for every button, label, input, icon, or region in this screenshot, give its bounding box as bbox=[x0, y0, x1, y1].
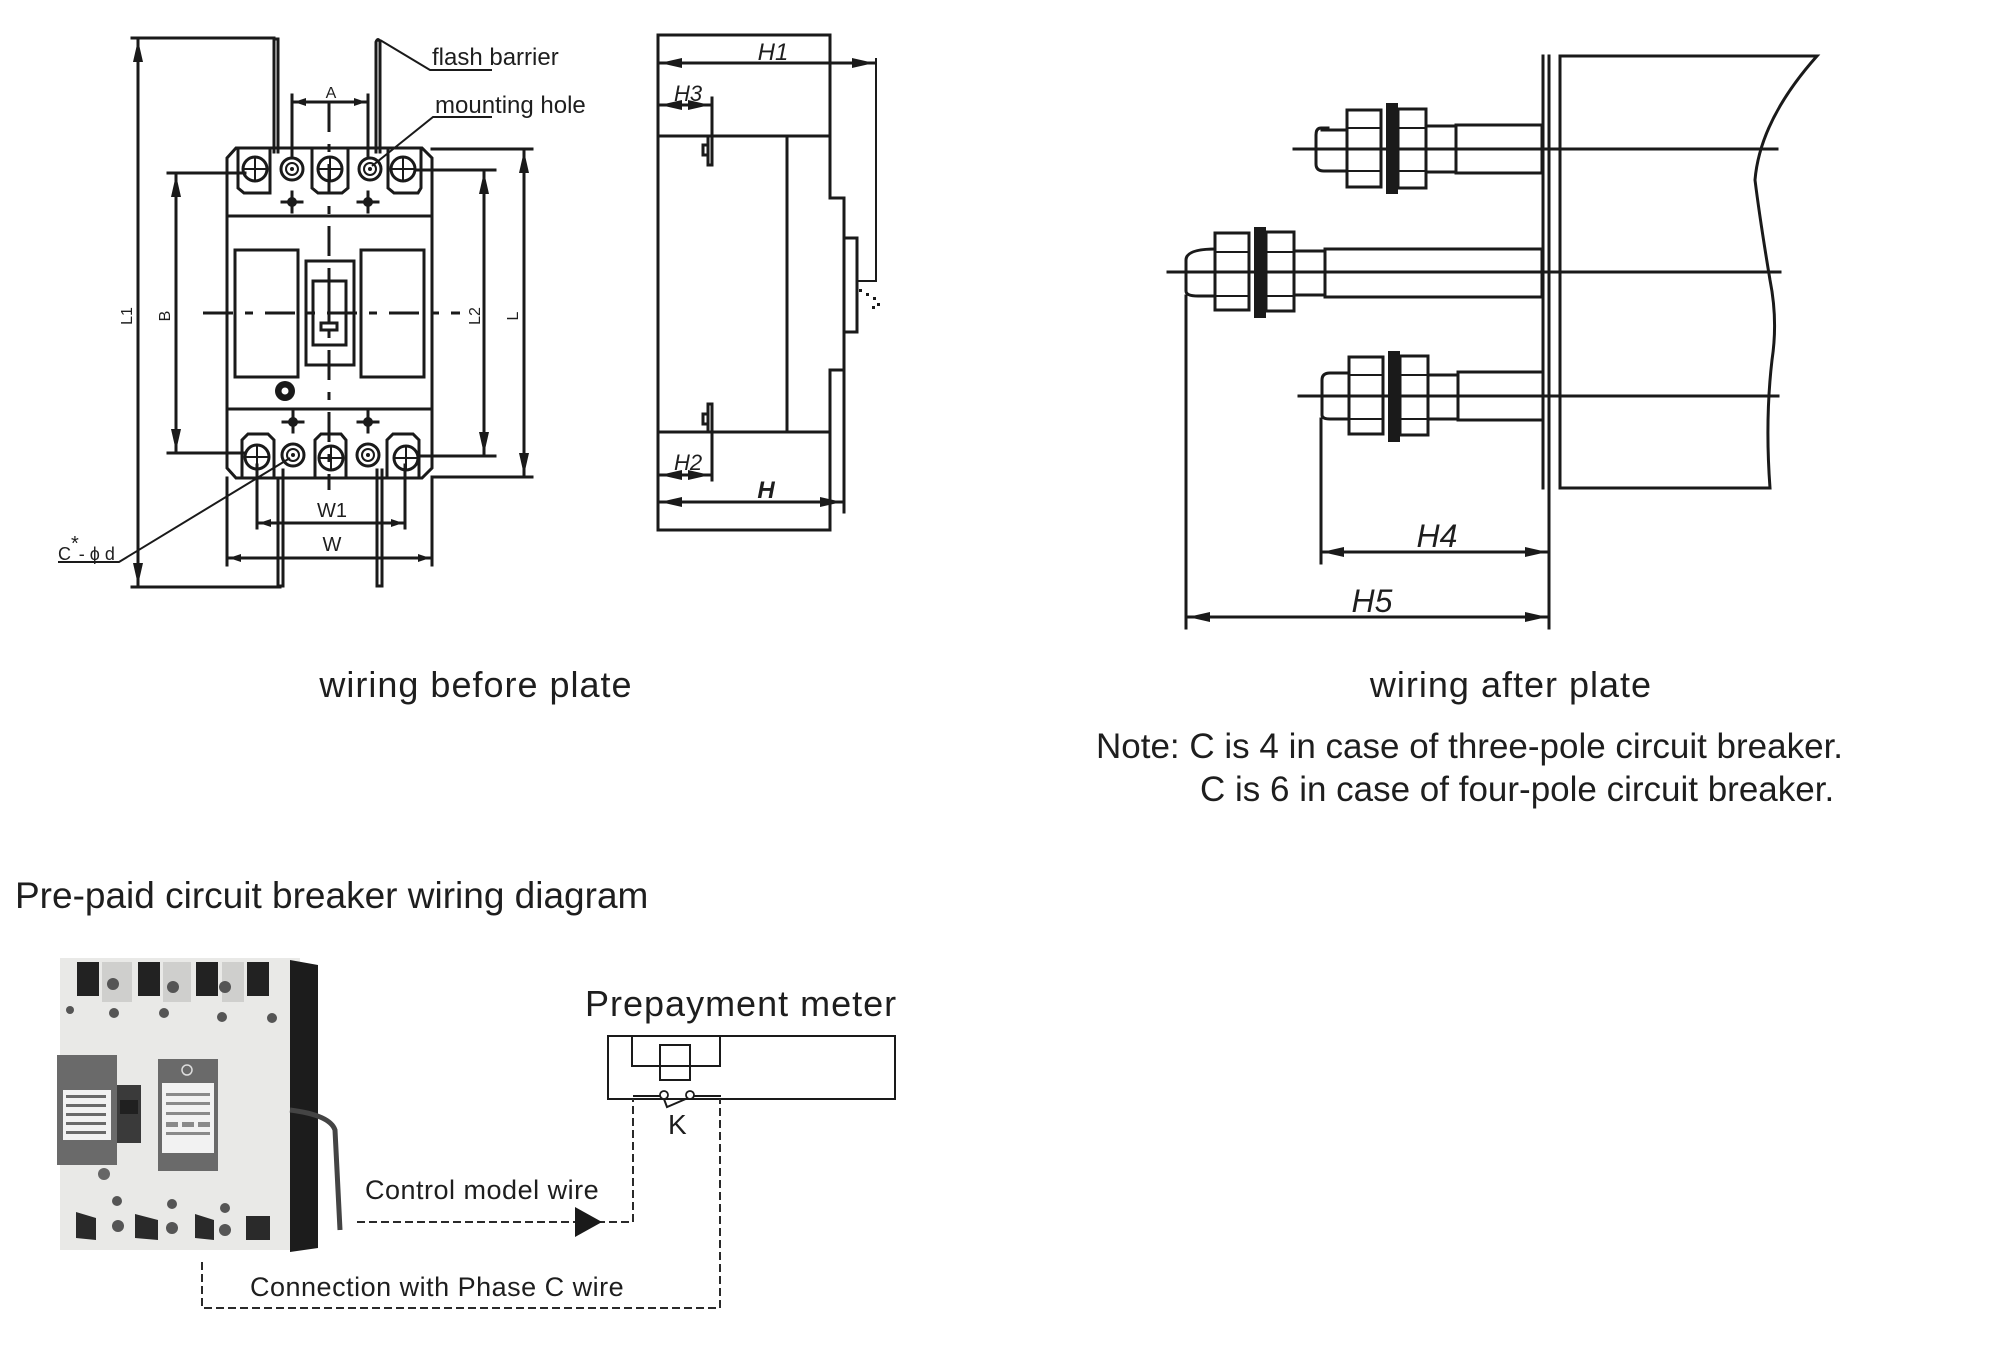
dim-H-label: H bbox=[757, 477, 775, 504]
wiring-diagram-title: Pre-paid circuit breaker wiring diagram bbox=[15, 875, 648, 916]
dim-L2-label: L2 bbox=[467, 307, 484, 325]
callout-hole-spec: C*- ϕ d bbox=[58, 457, 291, 564]
breaker-photo bbox=[57, 958, 343, 1252]
dim-H: H bbox=[658, 477, 844, 507]
hole-spec-label: C*- ϕ d bbox=[58, 533, 115, 564]
terminal-bolt-top bbox=[1314, 103, 1544, 194]
terminal-bolt-bottom bbox=[1320, 351, 1545, 442]
dim-H4: H4 bbox=[1319, 417, 1549, 565]
dim-H3-label: H3 bbox=[674, 81, 703, 106]
breaker-body-section bbox=[1558, 54, 1821, 490]
dim-A-label: A bbox=[326, 85, 337, 102]
flash-barrier-label: flash barrier bbox=[432, 44, 559, 71]
dim-H2: H2 bbox=[658, 450, 712, 480]
prepayment-meter: K bbox=[607, 1035, 896, 1140]
dim-H5: H5 bbox=[1184, 294, 1549, 630]
dim-L1-label: L1 bbox=[119, 307, 136, 325]
dim-H1: H1 bbox=[658, 39, 876, 68]
phase-wire-label: Connection with Phase C wire bbox=[250, 1272, 624, 1302]
right-window bbox=[359, 248, 426, 379]
dim-A: A bbox=[290, 85, 370, 160]
dim-W: W bbox=[225, 476, 434, 567]
callout-flash-barrier: flash barrier bbox=[379, 39, 559, 71]
callout-mounting-hole: mounting hole bbox=[371, 92, 586, 167]
dim-L: L bbox=[430, 147, 534, 479]
rear-view: H4 H5 wiring after plate Note: C is 4 in… bbox=[1096, 54, 1843, 809]
mounting-hole-label: mounting hole bbox=[435, 92, 586, 119]
dim-H1-label: H1 bbox=[758, 39, 789, 66]
front-view: L1 B L2 L A bbox=[58, 36, 632, 705]
aux-wire bbox=[289, 1107, 343, 1231]
switch-k-label: K bbox=[668, 1109, 687, 1140]
clip-detail bbox=[859, 289, 880, 309]
dim-H3: H3 bbox=[658, 81, 712, 110]
din-clip bbox=[842, 236, 859, 334]
dim-W1: W1 bbox=[255, 463, 407, 530]
dim-B: B bbox=[157, 171, 247, 455]
control-wire-label: Control model wire bbox=[365, 1175, 599, 1205]
note-line-1: Note: C is 4 in case of three-pole circu… bbox=[1096, 727, 1843, 766]
dim-H5-label: H5 bbox=[1352, 583, 1393, 619]
dim-L-label: L bbox=[505, 311, 522, 320]
wiring-diagram: Pre-paid circuit breaker wiring diagram bbox=[15, 875, 897, 1309]
left-window bbox=[233, 248, 300, 379]
meter-label: Prepayment meter bbox=[585, 983, 897, 1024]
dim-W1-label: W1 bbox=[317, 500, 347, 522]
dim-B-label: B bbox=[157, 311, 174, 322]
terminal-bolt-middle bbox=[1184, 227, 1544, 318]
dim-L2: L2 bbox=[413, 168, 497, 458]
relay-switch-k bbox=[633, 1090, 721, 1109]
side-view: H1 H3 H2 H bbox=[656, 33, 880, 532]
phase-c-wire: Connection with Phase C wire bbox=[201, 1099, 721, 1309]
dim-W-label: W bbox=[323, 534, 342, 556]
bottom-terminals bbox=[240, 410, 421, 478]
control-model-wire: Control model wire bbox=[357, 1099, 634, 1237]
note-line-2: C is 6 in case of four-pole circuit brea… bbox=[1200, 770, 1834, 809]
indicator-dot bbox=[275, 381, 295, 401]
breaker-body-outline bbox=[225, 146, 434, 480]
dim-L1: L1 bbox=[119, 36, 282, 589]
caption-wiring-after-plate: wiring after plate bbox=[1369, 664, 1652, 705]
caption-wiring-before-plate: wiring before plate bbox=[318, 664, 632, 705]
h1-extension bbox=[857, 58, 877, 282]
dim-H4-label: H4 bbox=[1417, 518, 1458, 554]
arrow-icon bbox=[575, 1207, 602, 1237]
dim-H2-label: H2 bbox=[674, 450, 702, 475]
